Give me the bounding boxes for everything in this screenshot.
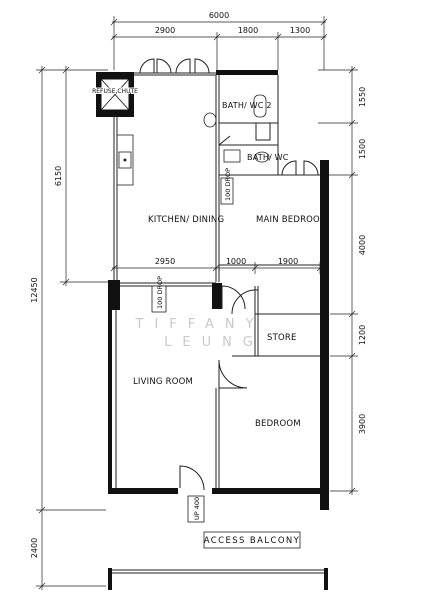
label-bedroom: BEDROOM [255,419,301,429]
dim-right-2: 1500 [358,139,367,159]
access-balcony-box [203,531,301,549]
refuse-chute-box [100,78,130,111]
dim-top-segment-3: 1300 [290,26,310,35]
label-store: STORE [267,333,297,343]
left-dimension-lines [36,66,112,590]
label-living-room: LIVING ROOM [133,377,193,387]
watermark-line-2: LEUNG [164,335,264,350]
dim-left-lower: 2400 [30,538,39,558]
label-bath-wc-2: BATH/ WC 2 [222,101,272,110]
kitchen-windows [134,58,216,74]
drop-marker-lower [151,285,167,313]
dim-top-segment-1: 2900 [155,26,175,35]
dim-left-total: 12450 [30,277,39,302]
dim-mid-3: 1900 [278,257,298,266]
watermark-line-1: TIFFANY [134,317,264,332]
dim-right-5: 3900 [358,414,367,434]
label-main-bedroom: MAIN BEDROOM [256,215,327,225]
dim-right-3: 4000 [358,235,367,255]
dim-right-4: 1200 [358,325,367,345]
dim-left-upper: 6150 [54,166,63,186]
dim-top-total: 6000 [209,11,229,20]
dim-right-1: 1550 [358,87,367,107]
dim-mid-2: 1000 [226,257,246,266]
dim-mid-1: 2950 [155,257,175,266]
up-step-marker [187,495,205,523]
top-dimension-lines [110,16,328,70]
dim-top-segment-2: 1800 [238,26,258,35]
label-bath-wc: BATH/ WC [247,153,289,162]
label-drop-upper: 100 DROP [224,168,232,201]
bath-2-fixtures [203,94,271,146]
label-drop-lower: 100 DROP [156,276,164,309]
label-up-step: UP 400 [193,497,201,520]
label-kitchen-dining: KITCHEN/ DINING [148,215,224,225]
kitchen-sink-icon [116,134,134,186]
right-dimension-lines [318,66,358,495]
walls [96,70,329,590]
doors [179,285,259,491]
label-access-balcony: ACCESS BALCONY [204,536,301,546]
label-refuse-chute: REFUSE CHUTE [92,88,138,95]
drop-marker-upper [220,177,234,205]
bath-fixtures [223,149,319,176]
